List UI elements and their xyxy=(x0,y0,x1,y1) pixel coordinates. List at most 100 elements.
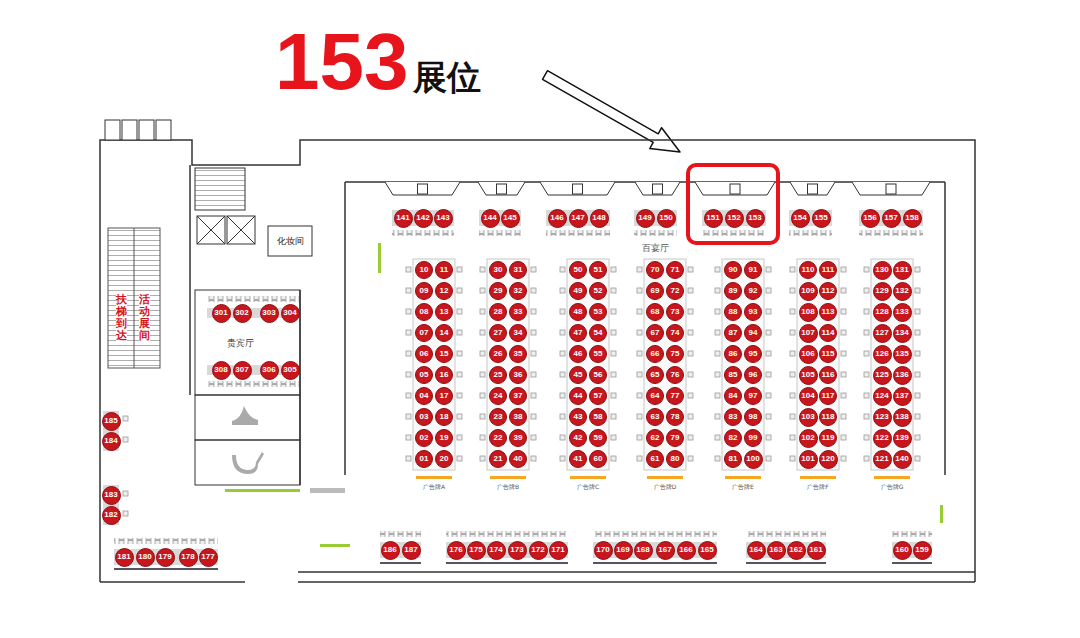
booth-number: 187 xyxy=(404,546,417,554)
booth-number: 12 xyxy=(440,287,449,295)
booth-marker: 147 xyxy=(569,209,588,228)
booth-number: 161 xyxy=(809,546,822,554)
booth-marker: 56 xyxy=(589,366,607,384)
booth-number: 56 xyxy=(594,371,603,379)
booth-number: 182 xyxy=(104,511,117,519)
chairs-part xyxy=(480,267,485,461)
title-number: 153 xyxy=(275,22,408,102)
booth-number: 21 xyxy=(494,455,503,463)
booth-number: 16 xyxy=(440,371,449,379)
booth-marker: 75 xyxy=(666,345,684,363)
booth-number: 50 xyxy=(574,266,583,274)
booth-marker: 146 xyxy=(548,209,567,228)
booth-marker: 87 xyxy=(724,324,742,342)
booth-marker: 31 xyxy=(509,261,527,279)
booth-number: 46 xyxy=(574,350,583,358)
booth-number: 125 xyxy=(875,371,888,379)
booth-number: 155 xyxy=(814,214,827,222)
booth-marker: 95 xyxy=(744,345,762,363)
booth-marker: 44 xyxy=(569,387,587,405)
booth-number: 42 xyxy=(574,434,583,442)
bottom-booth-strips-part xyxy=(114,538,218,544)
booth-marker: 52 xyxy=(589,282,607,300)
booth-marker: 22 xyxy=(489,429,507,447)
booth-marker: 172 xyxy=(529,541,548,560)
booth-marker: 177 xyxy=(199,548,218,567)
booth-marker: 152 xyxy=(725,209,744,228)
booth-marker: 67 xyxy=(646,324,664,342)
top-bays-part xyxy=(540,182,615,195)
booth-marker: 29 xyxy=(489,282,507,300)
booth-number: 166 xyxy=(679,546,692,554)
booth-marker: 37 xyxy=(509,387,527,405)
booth-marker: 121 xyxy=(873,450,892,469)
booth-number: 49 xyxy=(574,287,583,295)
top-booth-strips-part xyxy=(702,230,766,236)
booth-number: 86 xyxy=(729,350,738,358)
bottom-booth-strips-part xyxy=(380,562,421,564)
booth-marker: 149 xyxy=(636,209,655,228)
billboard-bars xyxy=(416,476,910,479)
booth-number: 147 xyxy=(571,214,584,222)
table-rows-part xyxy=(487,259,529,470)
booth-marker: 111 xyxy=(819,261,837,279)
booth-marker: 124 xyxy=(873,387,892,406)
booth-marker: 46 xyxy=(569,345,587,363)
booth-number: 170 xyxy=(596,546,609,554)
booth-number: 79 xyxy=(671,434,680,442)
booth-marker: 134 xyxy=(893,324,912,343)
booth-marker: 305 xyxy=(281,361,300,380)
booth-number: 304 xyxy=(283,309,296,317)
booth-number: 48 xyxy=(574,308,583,316)
booth-number: 15 xyxy=(440,350,449,358)
booth-number: 65 xyxy=(651,371,660,379)
room-label: 贵宾厅 xyxy=(227,338,254,348)
booth-marker: 96 xyxy=(744,366,762,384)
booth-marker: 100 xyxy=(744,450,763,469)
booth-number: 101 xyxy=(801,455,814,463)
booth-marker: 118 xyxy=(819,408,837,426)
booth-marker: 69 xyxy=(646,282,664,300)
booth-number: 167 xyxy=(658,546,671,554)
booth-marker: 163 xyxy=(767,541,786,560)
booth-marker: 86 xyxy=(724,345,742,363)
booth-marker: 09 xyxy=(415,282,433,300)
top-bays-part xyxy=(790,182,835,195)
booth-marker: 77 xyxy=(666,387,684,405)
booth-number: 144 xyxy=(483,214,496,222)
vip-room-part xyxy=(195,290,300,395)
chairs-part xyxy=(611,267,616,461)
vip-room-part xyxy=(310,488,345,493)
booth-marker: 13 xyxy=(435,303,453,321)
booth-marker: 141 xyxy=(394,209,413,228)
booth-marker: 103 xyxy=(799,408,818,427)
booth-marker: 54 xyxy=(589,324,607,342)
booth-marker: 48 xyxy=(569,303,587,321)
booth-marker: 61 xyxy=(646,450,664,468)
booth-number: 78 xyxy=(671,413,680,421)
bottom-booth-strips-part xyxy=(593,562,717,564)
booth-marker: 130 xyxy=(873,261,892,280)
booth-marker: 186 xyxy=(381,541,400,560)
booth-marker: 58 xyxy=(589,408,607,426)
chairs-part xyxy=(790,267,795,461)
booth-number: 74 xyxy=(671,329,680,337)
booth-number: 72 xyxy=(671,287,680,295)
booth-number: 26 xyxy=(494,350,503,358)
booth-marker: 113 xyxy=(819,303,837,321)
booth-marker: 49 xyxy=(569,282,587,300)
booth-number: 181 xyxy=(117,553,130,561)
booth-marker: 41 xyxy=(569,450,587,468)
booth-marker: 135 xyxy=(893,345,912,364)
billboard-label: 广告牌C xyxy=(577,484,599,491)
booth-marker: 20 xyxy=(435,450,453,468)
vip-room-part xyxy=(207,365,299,375)
booth-marker: 301 xyxy=(212,304,231,323)
booth-marker: 06 xyxy=(415,345,433,363)
booth-marker: 47 xyxy=(569,324,587,342)
booth-marker: 45 xyxy=(569,366,587,384)
top-booth-strips-part xyxy=(789,230,832,236)
escalator xyxy=(108,228,160,368)
booth-number: 77 xyxy=(671,392,680,400)
booth-number: 08 xyxy=(420,308,429,316)
